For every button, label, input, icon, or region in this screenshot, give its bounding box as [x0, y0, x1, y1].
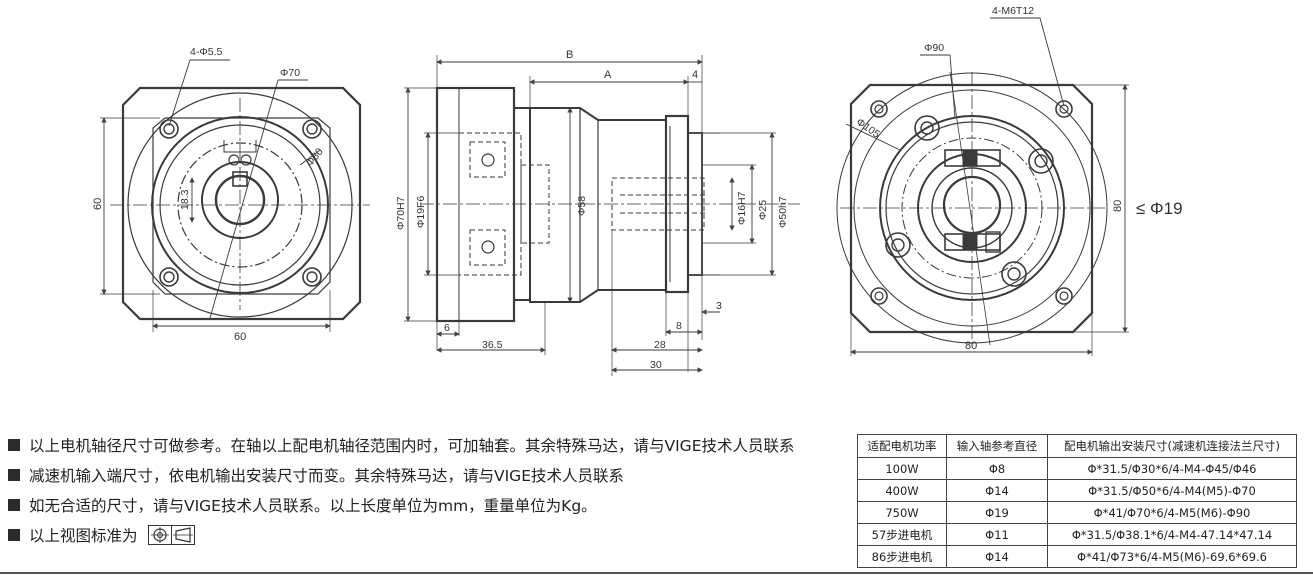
table-header-cell: 适配电机功率 — [857, 434, 947, 458]
table-header-cell: 配电机输出安装尺寸(减速机连接法兰尺寸) — [1047, 434, 1297, 458]
first-angle-cone-icon — [170, 526, 194, 544]
table-row: 750W Φ19 Φ*41/Φ70*6/4-M5(M6)-Φ90 — [857, 501, 1297, 524]
first-angle-circle-icon — [149, 526, 171, 544]
note-text: 如无合适的尺寸，请与VIGE技术人员联系。以上长度单位为mm，重量单位为Kg。 — [29, 497, 597, 515]
table-header-row: 适配电机功率 输入轴参考直径 配电机输出安装尺寸(减速机连接法兰尺寸) — [857, 434, 1297, 458]
front-shaft-label: 18.3 — [179, 189, 191, 210]
motor-spec-table: 适配电机功率 输入轴参考直径 配电机输出安装尺寸(减速机连接法兰尺寸) 100W… — [857, 434, 1297, 568]
note-text: 以上电机轴径尺寸可做参考。在轴以上配电机轴径范围内时，可加轴套。其余特殊马达，请… — [29, 437, 795, 455]
side-out-pilot-label: Φ25 — [757, 200, 769, 220]
table-row: 86步进电机 Φ14 Φ*41/Φ73*6/4-M5(M6)-69.6*69.6 — [857, 545, 1297, 568]
notes-list: 以上电机轴径尺寸可做参考。在轴以上配电机轴径范围内时，可加轴套。其余特殊马达，请… — [8, 430, 848, 550]
bullet-square-icon — [8, 529, 20, 541]
table-cell: 57步进电机 — [857, 523, 947, 546]
table-cell: Φ*41/Φ73*6/4-M5(M6)-69.6*69.6 — [1047, 545, 1297, 568]
front-pcd-label: Φ70 — [280, 67, 300, 79]
table-row: 400W Φ14 Φ*31.5/Φ50*6/4-M4(M5)-Φ70 — [857, 479, 1297, 502]
side-6-label: 6 — [444, 322, 450, 334]
bullet-square-icon — [8, 439, 20, 451]
table-cell: 400W — [857, 479, 947, 502]
table-cell: Φ8 — [946, 457, 1048, 480]
table-cell: Φ*41/Φ70*6/4-M5(M6)-Φ90 — [1047, 501, 1297, 524]
side-flange-label: Φ70H7 — [395, 196, 407, 230]
note-item: 以上视图标准为 — [8, 520, 848, 550]
note-item: 减速机输入端尺寸，依电机输出安装尺寸而变。其余特殊马达，请与VIGE技术人员联系 — [8, 460, 848, 490]
note-item: 以上电机轴径尺寸可做参考。在轴以上配电机轴径范围内时，可加轴套。其余特殊马达，请… — [8, 430, 848, 460]
table-cell: Φ14 — [946, 545, 1048, 568]
side-out-flange-label: Φ50h7 — [777, 196, 789, 228]
side-b-label: B — [566, 49, 573, 61]
table-header-cell: 输入轴参考直径 — [946, 434, 1048, 458]
rear-view — [836, 17, 1129, 356]
rear-max-bore-label: ≤ Φ19 — [1136, 199, 1183, 218]
table-cell: Φ*31.5/Φ38.1*6/4-M4-47.14*47.14 — [1047, 523, 1297, 546]
side-3-label: 3 — [716, 300, 722, 312]
front-holes-label: 4-Φ5.5 — [190, 46, 222, 58]
table-cell: Φ19 — [946, 501, 1048, 524]
side-out-shaft-label: Φ16H7 — [736, 191, 748, 225]
bullet-square-icon — [8, 499, 20, 511]
table-cell: 86步进电机 — [857, 545, 947, 568]
bullet-square-icon — [8, 469, 20, 481]
rear-phi90-label: Φ90 — [924, 42, 944, 54]
table-cell: Φ11 — [946, 523, 1048, 546]
front-height-label: 60 — [92, 198, 104, 210]
note-text: 减速机输入端尺寸，依电机输出安装尺寸而变。其余特殊马达，请与VIGE技术人员联系 — [29, 467, 624, 485]
table-row: 57步进电机 Φ11 Φ*31.5/Φ38.1*6/4-M4-47.14*47.… — [857, 523, 1297, 546]
table-row: 100W Φ8 Φ*31.5/Φ30*6/4-M4-Φ45/Φ46 — [857, 457, 1297, 480]
technical-drawing: 4-Φ5.5 Φ70 Φ80 18.3 60 60 — [92, 5, 1183, 376]
side-a-label: A — [604, 69, 612, 81]
rear-threads-label: 4-M6T12 — [992, 5, 1034, 17]
side-4-label: 4 — [692, 69, 698, 81]
side-30-label: 30 — [650, 359, 662, 371]
table-cell: Φ14 — [946, 479, 1048, 502]
rear-height-label: 80 — [1112, 200, 1124, 212]
rear-width-label: 80 — [965, 340, 977, 352]
side-36-5-label: 36.5 — [482, 339, 503, 351]
side-bore-label: Φ19F6 — [415, 196, 427, 228]
projection-symbol-icon — [147, 525, 195, 545]
bottom-divider — [0, 572, 1313, 574]
table-cell: Φ*31.5/Φ50*6/4-M4(M5)-Φ70 — [1047, 479, 1297, 502]
front-view — [100, 59, 370, 332]
side-body-label: Φ58 — [576, 196, 588, 216]
note-item: 如无合适的尺寸，请与VIGE技术人员联系。以上长度单位为mm，重量单位为Kg。 — [8, 490, 848, 520]
front-width-label: 60 — [234, 331, 246, 343]
note-text: 以上视图标准为 — [29, 527, 138, 545]
table-cell: 100W — [857, 457, 947, 480]
table-cell: 750W — [857, 501, 947, 524]
side-8-label: 8 — [676, 320, 682, 332]
side-view — [404, 55, 800, 376]
side-28-label: 28 — [654, 339, 666, 351]
table-cell: Φ*31.5/Φ30*6/4-M4-Φ45/Φ46 — [1047, 457, 1297, 480]
